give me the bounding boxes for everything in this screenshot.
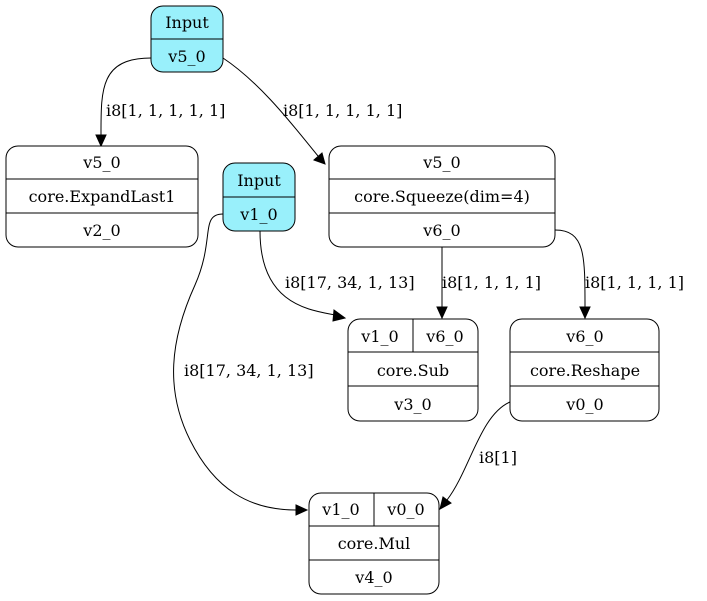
input-node-v1[interactable]: Input v1_0 xyxy=(222,162,296,232)
edge-squeeze-to-reshape: i8[1, 1, 1, 1] xyxy=(554,229,684,320)
node-output-label: v2_0 xyxy=(82,221,120,240)
edge-label-input-v5-to-squeeze: i8[1, 1, 1, 1, 1] xyxy=(283,101,402,120)
edges: i8[1, 1, 1, 1, 1] i8[1, 1, 1, 1, 1] i8[1… xyxy=(95,57,684,516)
node-op-label: core.Squeeze(dim=4) xyxy=(354,187,530,206)
node-output-label: v6_0 xyxy=(422,221,460,240)
reshape-node[interactable]: v6_0 core.Reshape v0_0 xyxy=(509,318,660,422)
edge-label-reshape-to-mul: i8[1] xyxy=(479,448,517,467)
node-input-label: v5_0 xyxy=(82,153,120,172)
edge-input-v1-to-mul: i8[17, 34, 1, 13] xyxy=(173,213,314,516)
node-input-a-label: v1_0 xyxy=(360,327,398,346)
edge-label-input-v5-to-expandlast: i8[1, 1, 1, 1, 1] xyxy=(106,101,225,120)
input-node-output: v5_0 xyxy=(167,47,205,66)
node-input-label: v5_0 xyxy=(422,153,460,172)
squeeze-node[interactable]: v5_0 core.Squeeze(dim=4) v6_0 xyxy=(328,145,556,248)
node-op-label: core.ExpandLast1 xyxy=(29,187,176,206)
edge-label-input-v1-to-sub: i8[17, 34, 1, 13] xyxy=(285,273,415,292)
edge-squeeze-to-sub: i8[1, 1, 1, 1] xyxy=(436,247,541,320)
node-input-a-label: v1_0 xyxy=(321,500,359,519)
node-op-label: core.Reshape xyxy=(530,361,640,380)
edge-reshape-to-mul: i8[1] xyxy=(439,401,517,510)
sub-node[interactable]: v1_0 v6_0 core.Sub v3_0 xyxy=(347,318,479,422)
expandlast-node[interactable]: v5_0 core.ExpandLast1 v2_0 xyxy=(5,145,199,248)
node-output-label: v4_0 xyxy=(354,568,392,587)
node-output-label: v0_0 xyxy=(565,395,603,414)
edge-input-v1-to-sub: i8[17, 34, 1, 13] xyxy=(259,230,415,322)
node-op-label: core.Mul xyxy=(338,534,411,553)
node-input-label: v6_0 xyxy=(565,327,603,346)
input-node-output: v1_0 xyxy=(239,205,277,224)
edge-input-v5-to-expandlast: i8[1, 1, 1, 1, 1] xyxy=(95,57,225,148)
node-output-label: v3_0 xyxy=(393,395,431,414)
mul-node[interactable]: v1_0 v0_0 core.Mul v4_0 xyxy=(308,492,440,595)
input-node-v5[interactable]: Input v5_0 xyxy=(150,5,224,73)
edge-label-squeeze-to-sub: i8[1, 1, 1, 1] xyxy=(442,273,541,292)
node-input-b-label: v0_0 xyxy=(386,500,424,519)
edge-label-input-v1-to-mul: i8[17, 34, 1, 13] xyxy=(184,361,314,380)
node-input-b-label: v6_0 xyxy=(425,327,463,346)
edge-label-squeeze-to-reshape: i8[1, 1, 1, 1] xyxy=(585,273,684,292)
input-node-title: Input xyxy=(237,171,281,190)
edge-input-v5-to-squeeze: i8[1, 1, 1, 1, 1] xyxy=(222,57,402,165)
input-node-title: Input xyxy=(165,13,209,32)
node-op-label: core.Sub xyxy=(377,361,449,380)
